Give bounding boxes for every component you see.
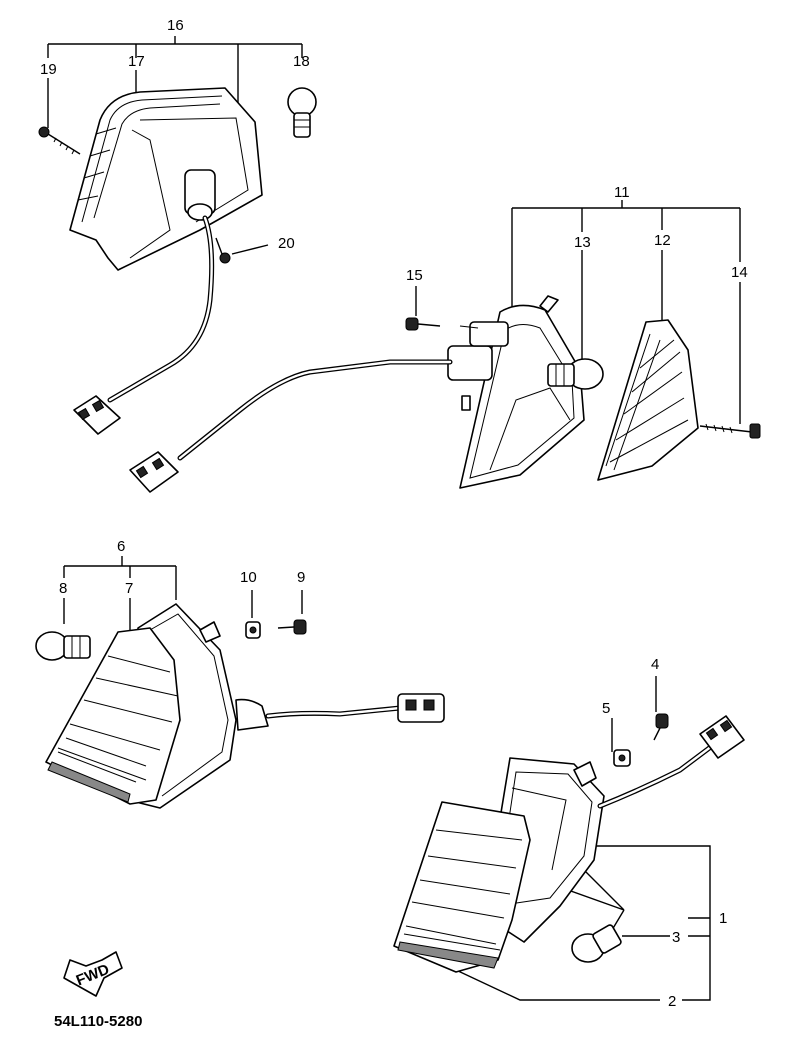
screw-19 xyxy=(38,126,81,155)
screw-15 xyxy=(405,317,479,331)
bulb-18 xyxy=(287,87,317,138)
connector-6 xyxy=(397,693,445,723)
label-10: 10 xyxy=(240,569,257,586)
label-13: 13 xyxy=(574,234,591,251)
flasher-assembly-6 xyxy=(35,556,445,809)
label-12: 12 xyxy=(654,232,671,249)
label-4: 4 xyxy=(651,656,659,673)
label-20: 20 xyxy=(278,235,295,252)
bulb-13 xyxy=(547,358,604,390)
flasher-assembly-1 xyxy=(393,676,745,1001)
nut-5 xyxy=(613,749,631,767)
connector-1 xyxy=(699,715,745,759)
nut-10 xyxy=(245,621,261,639)
connector-11 xyxy=(129,451,179,493)
lens-12 xyxy=(597,319,699,481)
bulb-8 xyxy=(35,631,91,661)
label-19: 19 xyxy=(40,61,57,78)
label-5: 5 xyxy=(602,700,610,717)
flasher-assembly-11 xyxy=(129,200,761,493)
label-16: 16 xyxy=(167,17,184,34)
flasher-assembly-16 xyxy=(38,36,317,435)
lens-7 xyxy=(45,627,181,805)
label-15: 15 xyxy=(406,267,423,284)
screw-20 xyxy=(215,237,269,264)
label-14: 14 xyxy=(731,264,748,281)
label-9: 9 xyxy=(297,569,305,586)
screw-4 xyxy=(653,713,669,741)
label-3: 3 xyxy=(672,929,680,946)
label-6: 6 xyxy=(117,538,125,555)
connector-16 xyxy=(73,395,121,435)
label-1: 1 xyxy=(719,910,727,927)
bulb-3 xyxy=(571,924,622,963)
label-11: 11 xyxy=(614,184,630,201)
label-2: 2 xyxy=(668,993,676,1010)
lens-2 xyxy=(393,801,531,973)
label-8: 8 xyxy=(59,580,67,597)
screw-9 xyxy=(277,619,307,635)
label-7: 7 xyxy=(125,580,133,597)
screw-14 xyxy=(699,423,761,439)
label-18: 18 xyxy=(293,53,310,70)
label-17: 17 xyxy=(128,53,145,70)
diagram-code: 54L110-5280 xyxy=(54,1013,142,1030)
forward-arrow-icon: FWD xyxy=(63,951,123,997)
